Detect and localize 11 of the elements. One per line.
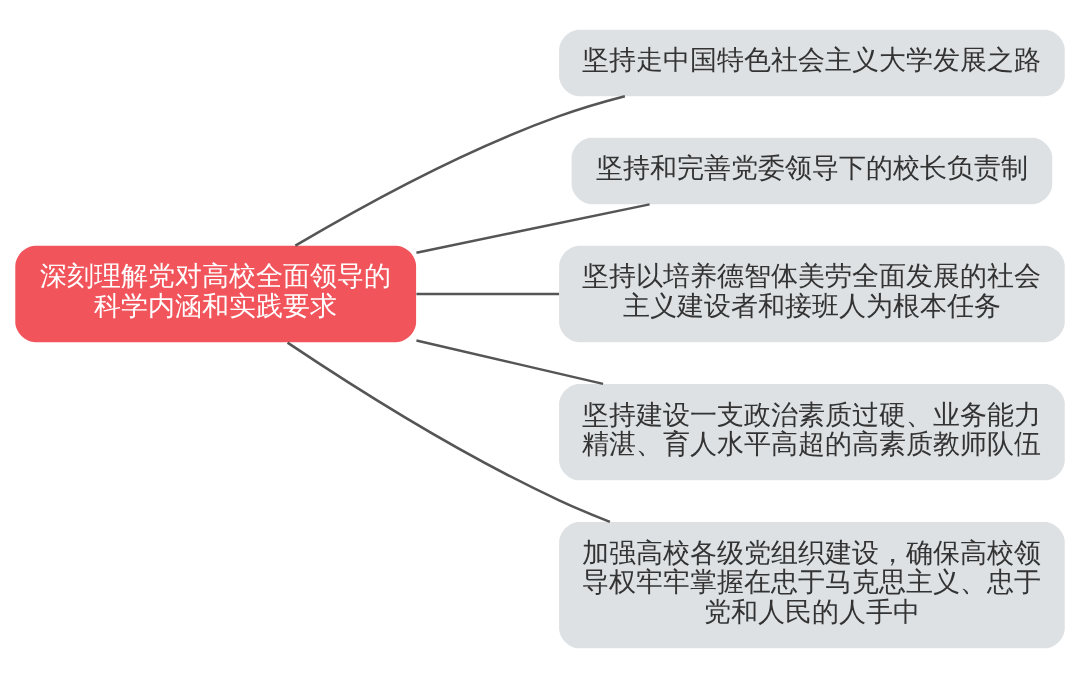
connector [294, 94, 626, 247]
node-box: 坚持以培养德智体美劳全面发展的社会主义建设者和接班人为根本任务 [559, 245, 1065, 342]
node-box: 加强高校各级党组织建设，确保高校领导权牢牢掌握在忠于马克思主义、忠于党和人民的人手中 [559, 521, 1065, 648]
node-box: 坚持建设一支政治素质过硬、业务能力精湛、育人水平高超的高素质教师队伍 [559, 383, 1065, 480]
node-box: 深刻理解党对高校全面领导的科学内涵和实践要求 [15, 245, 417, 342]
connector [286, 341, 611, 523]
connector [416, 202, 650, 254]
connector [416, 338, 604, 385]
node-box: 坚持和完善党委领导下的校长负责制 [571, 137, 1053, 204]
node-box: 坚持走中国特色社会主义大学发展之路 [559, 29, 1065, 96]
connector [416, 292, 560, 295]
